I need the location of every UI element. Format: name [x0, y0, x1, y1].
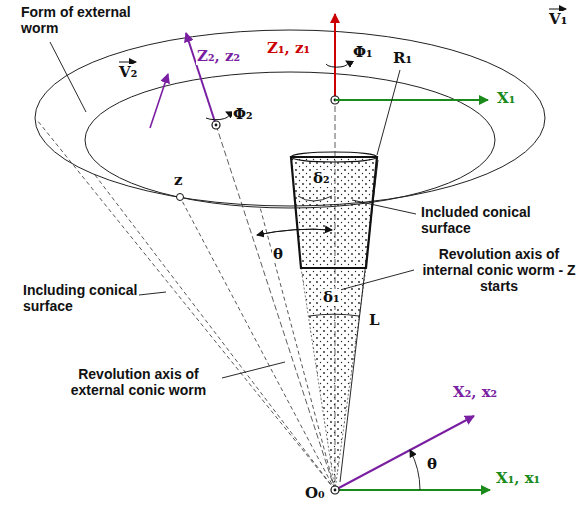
angle-name: θ	[272, 246, 284, 263]
radius-name: R₁	[392, 50, 413, 67]
length-name: L	[368, 312, 381, 329]
callout-text: Included conical surface	[420, 204, 552, 236]
angle-name: δ₂	[312, 170, 331, 187]
point-name: z	[173, 172, 184, 189]
angle-name: δ₁	[322, 289, 341, 306]
rotation-name: Φ₁	[352, 44, 374, 61]
callout-text: Revolution axis of internal conic worm -…	[418, 246, 580, 294]
callout-text: Form of external worm	[20, 4, 162, 36]
callout-text: Revolution axis of external conic worm	[55, 366, 222, 398]
callout-text: Including conical surface	[22, 282, 139, 314]
vector-name: V₁	[548, 11, 568, 28]
angle-name: θ	[426, 456, 438, 473]
axis-name: Z₂, z₂	[196, 48, 241, 65]
axis-name: X₁	[496, 90, 516, 107]
axis-name: Z₁, z₁	[266, 40, 311, 57]
axis-name: X₁, x₁	[495, 470, 541, 487]
origin-name: O₀	[304, 485, 326, 502]
axis-name: X₂, x₂	[452, 384, 498, 401]
rotation-name: Φ₂	[232, 106, 254, 123]
vector-name: V₂	[118, 64, 138, 81]
